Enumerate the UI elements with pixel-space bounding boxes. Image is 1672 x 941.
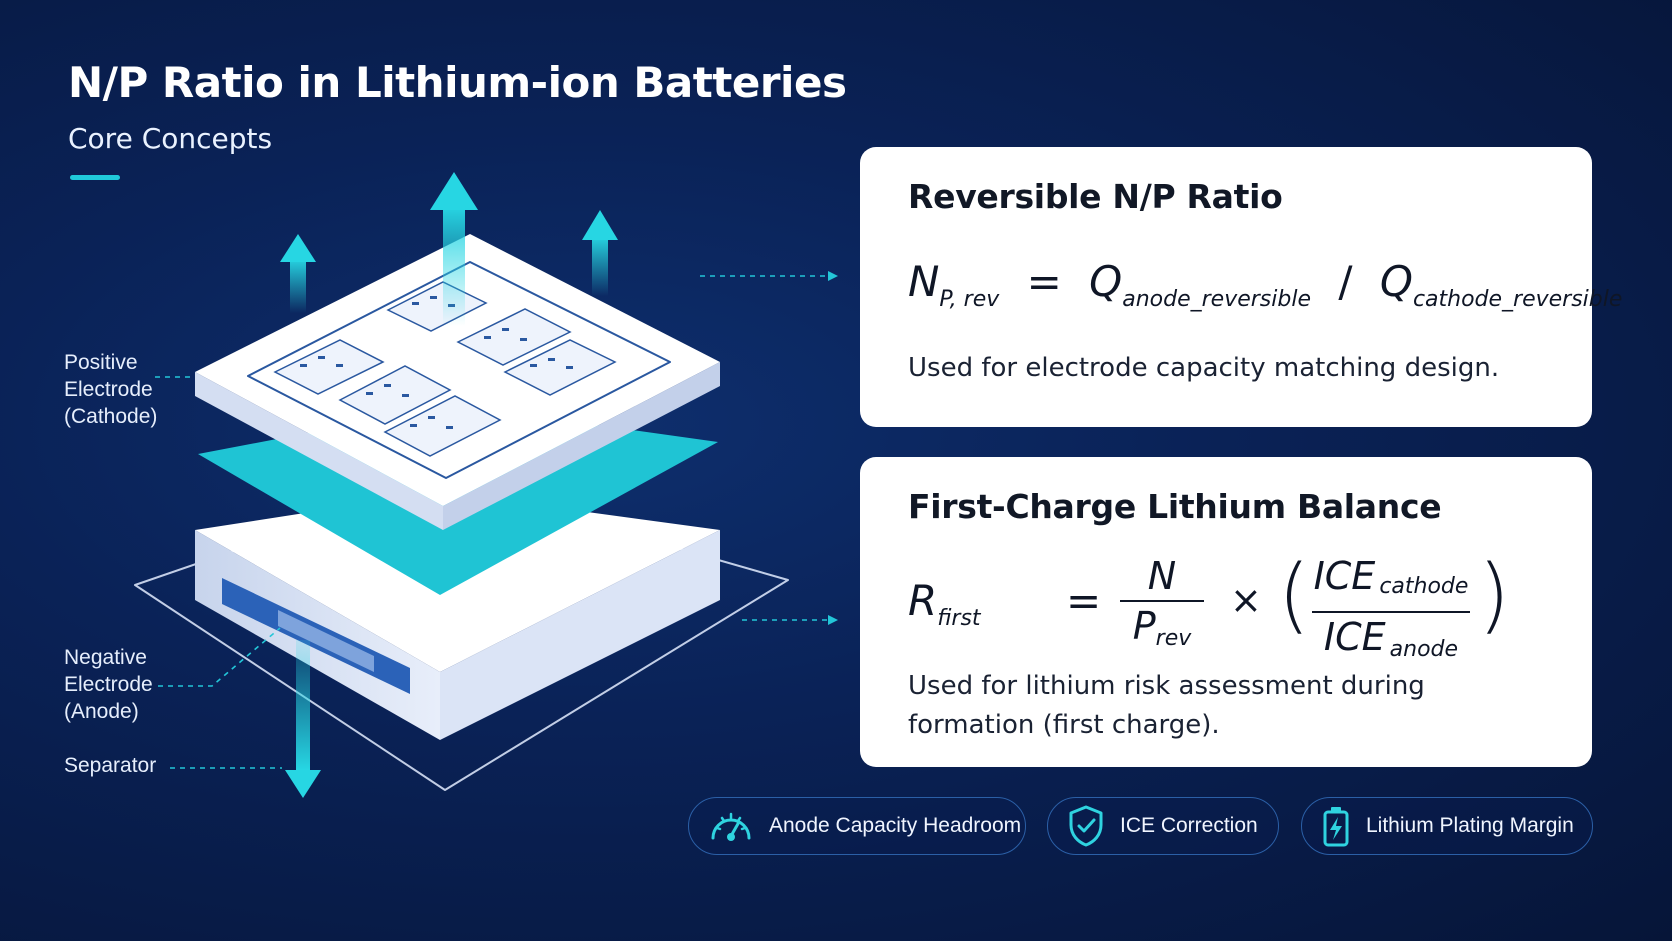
anode-block: [195, 492, 720, 740]
card-title: First-Charge Lithium Balance: [908, 487, 1442, 526]
card-description: Used for electrode capacity matching des…: [908, 353, 1500, 383]
title-underline: [70, 175, 120, 180]
card-reversible-np: Reversible N/P Ratio NP, rev = Qanode_re…: [860, 147, 1622, 427]
label-positive-electrode: Positive Electrode (Cathode): [64, 351, 158, 428]
fraction-n-over-p: N Prev: [1120, 554, 1204, 661]
cathode-plate: [195, 234, 720, 530]
chip-anode-capacity-headroom[interactable]: Anode Capacity Headroom: [688, 797, 1026, 855]
battery-bolt-icon: [1323, 807, 1349, 847]
card-title: Reversible N/P Ratio: [908, 177, 1283, 216]
formula-reversible-np: NP, rev = Qanode_reversible / Qcathode_r…: [908, 257, 1623, 312]
chip-lithium-plating-margin[interactable]: Lithium Plating Margin: [1301, 797, 1593, 855]
page-title: N/P Ratio in Lithium-ion Batteries: [68, 58, 847, 107]
down-arrow: [285, 640, 321, 798]
up-arrow-left: [280, 234, 316, 313]
card-description: Used for lithium risk assessment during …: [908, 671, 1425, 740]
page-subtitle: Core Concepts: [68, 122, 273, 155]
up-arrow-center: [430, 172, 478, 326]
leader-anode: [158, 627, 281, 687]
label-separator: Separator: [64, 754, 157, 777]
speedometer-icon: [711, 812, 751, 841]
shield-check-icon: [1069, 805, 1103, 847]
card-first-charge-balance: First-Charge Lithium Balance Rfirst = N …: [860, 457, 1592, 767]
label-negative-electrode: Negative Electrode (Anode): [64, 646, 153, 723]
chip-ice-correction[interactable]: ICE Correction: [1047, 797, 1279, 855]
up-arrow-right: [582, 210, 618, 296]
